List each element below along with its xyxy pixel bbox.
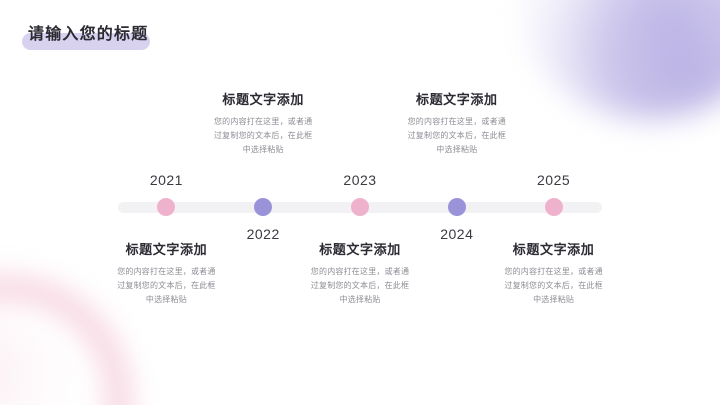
- pink-glow-blob-bottom-left-icon: [0, 315, 80, 405]
- page-title-label: 请输入您的标题: [28, 26, 149, 43]
- milestone-body-line: 中选择粘贴: [339, 295, 381, 304]
- year-label-2024: 2024: [440, 226, 474, 242]
- milestone-body-2022: 您的内容打在这里，或者通过复制您的文本后，在此框中选择粘贴: [177, 115, 349, 157]
- milestone-body-line: 过复制您的文本后，在此框: [213, 131, 313, 140]
- circle-dot-purple[interactable]: [447, 198, 466, 216]
- milestone-text-block-2022: 标题文字添加您的内容打在这里，或者通过复制您的文本后，在此框中选择粘贴: [177, 89, 349, 157]
- milestone-body-line: 您的内容打在这里，或者通: [504, 267, 603, 276]
- milestone-body-2024: 您的内容打在这里，或者通过复制您的文本后，在此框中选择粘贴: [371, 115, 543, 157]
- milestone-body-line: 过复制您的文本后，在此框: [117, 281, 216, 290]
- milestone-body-line: 中选择粘贴: [533, 295, 575, 304]
- milestone-body-line: 过复制您的文本后，在此框: [310, 281, 410, 290]
- circle-dot-purple[interactable]: [254, 198, 273, 216]
- milestone-body-line: 您的内容打在这里，或者通: [310, 267, 410, 276]
- milestone-body-line: 过复制您的文本后，在此框: [407, 131, 506, 140]
- milestone-body-line: 您的内容打在这里，或者通: [407, 117, 506, 126]
- circle-dot-pink[interactable]: [351, 198, 369, 216]
- circle-dot-pink[interactable]: [544, 198, 563, 216]
- year-label-2025: 2025: [537, 172, 571, 188]
- year-label-2022: 2022: [246, 226, 280, 242]
- milestone-body-line: 您的内容打在这里，或者通: [117, 267, 216, 276]
- year-label-2021: 2021: [149, 172, 183, 188]
- milestone-body-2021: 您的内容打在这里，或者通过复制您的文本后，在此框中选择粘贴: [80, 265, 252, 307]
- milestone-body-line: 过复制您的文本后，在此框: [504, 281, 603, 290]
- milestone-text-block-2023: 标题文字添加您的内容打在这里，或者通过复制您的文本后，在此框中选择粘贴: [274, 239, 446, 307]
- milestone-body-2025: 您的内容打在这里，或者通过复制您的文本后，在此框中选择粘贴: [468, 265, 640, 307]
- milestone-title-2022: 标题文字添加: [222, 92, 304, 107]
- purple-gradient-blob-top-right-icon: [520, 0, 720, 120]
- milestone-body-line: 中选择粘贴: [436, 145, 478, 154]
- milestone-body-line: 中选择粘贴: [242, 145, 284, 154]
- milestone-body-line: 中选择粘贴: [145, 295, 187, 304]
- milestone-body-2023: 您的内容打在这里，或者通过复制您的文本后，在此框中选择粘贴: [274, 265, 446, 307]
- milestone-body-line: 您的内容打在这里，或者通: [213, 117, 313, 126]
- circle-dot-pink[interactable]: [157, 198, 176, 216]
- page-title[interactable]: 请输入您的标题: [22, 24, 154, 50]
- milestone-title-2025: 标题文字添加: [512, 242, 595, 257]
- milestone-text-block-2025: 标题文字添加您的内容打在这里，或者通过复制您的文本后，在此框中选择粘贴: [468, 239, 640, 307]
- milestone-title-2024: 标题文字添加: [415, 92, 498, 107]
- purple-gradient-blob-top-right-secondary-icon: [590, 0, 720, 70]
- title-highlight-band: [22, 33, 150, 50]
- milestone-text-block-2021: 标题文字添加您的内容打在这里，或者通过复制您的文本后，在此框中选择粘贴: [80, 239, 252, 307]
- milestone-title-2021: 标题文字添加: [125, 242, 208, 257]
- year-label-2023: 2023: [343, 172, 377, 188]
- milestone-text-block-2024: 标题文字添加您的内容打在这里，或者通过复制您的文本后，在此框中选择粘贴: [371, 89, 543, 157]
- milestone-title-2023: 标题文字添加: [319, 242, 401, 257]
